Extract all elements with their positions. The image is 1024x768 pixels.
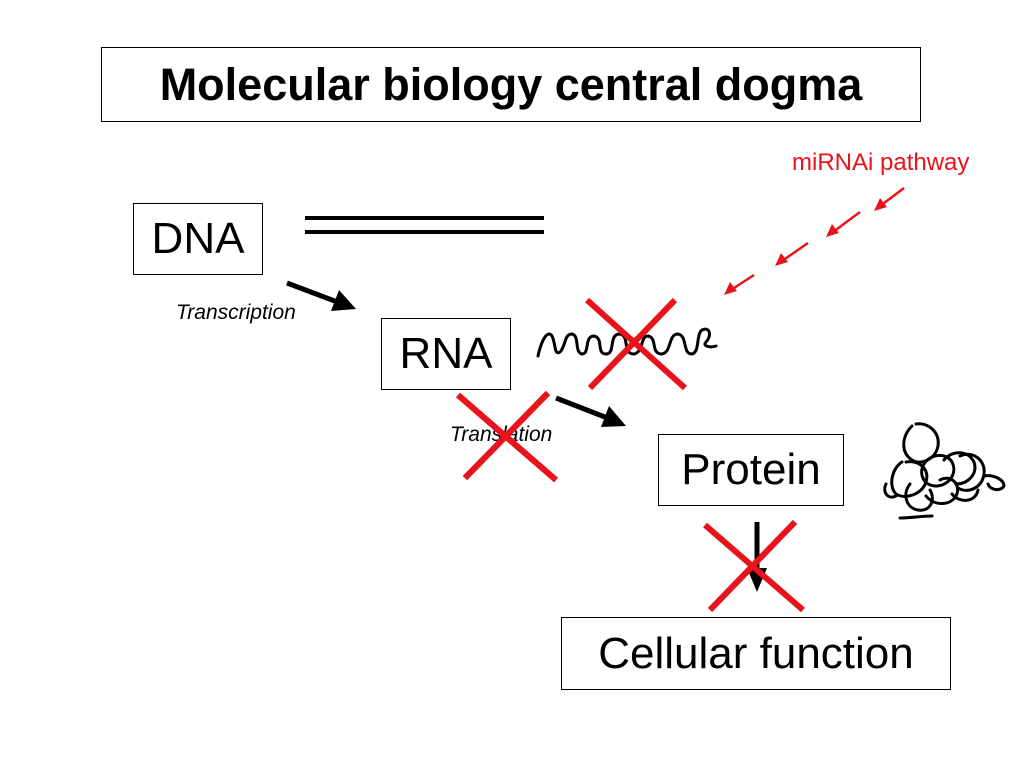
dna-node: DNA bbox=[133, 203, 263, 275]
rna-node: RNA bbox=[381, 318, 511, 390]
inhibition-cross-translation-top bbox=[456, 390, 558, 483]
transcription-label: Transcription bbox=[176, 301, 296, 324]
rna-strand-icon bbox=[536, 327, 718, 358]
cellular-function-node: Cellular function bbox=[561, 617, 951, 690]
translation-arrow bbox=[555, 395, 626, 427]
inhibition-cross-rna bbox=[584, 297, 688, 391]
protein-coil-icon bbox=[883, 422, 1006, 520]
inhibition-cross-function bbox=[703, 519, 805, 613]
mirnai-pathway-label: miRNAi pathway bbox=[792, 149, 970, 176]
diagram-title: Molecular biology central dogma bbox=[101, 47, 921, 122]
transcription-arrow bbox=[286, 280, 356, 311]
mirnai-pathway-arrows bbox=[724, 187, 905, 295]
dna-double-strand-icon bbox=[305, 216, 544, 234]
protein-node: Protein bbox=[658, 434, 844, 506]
